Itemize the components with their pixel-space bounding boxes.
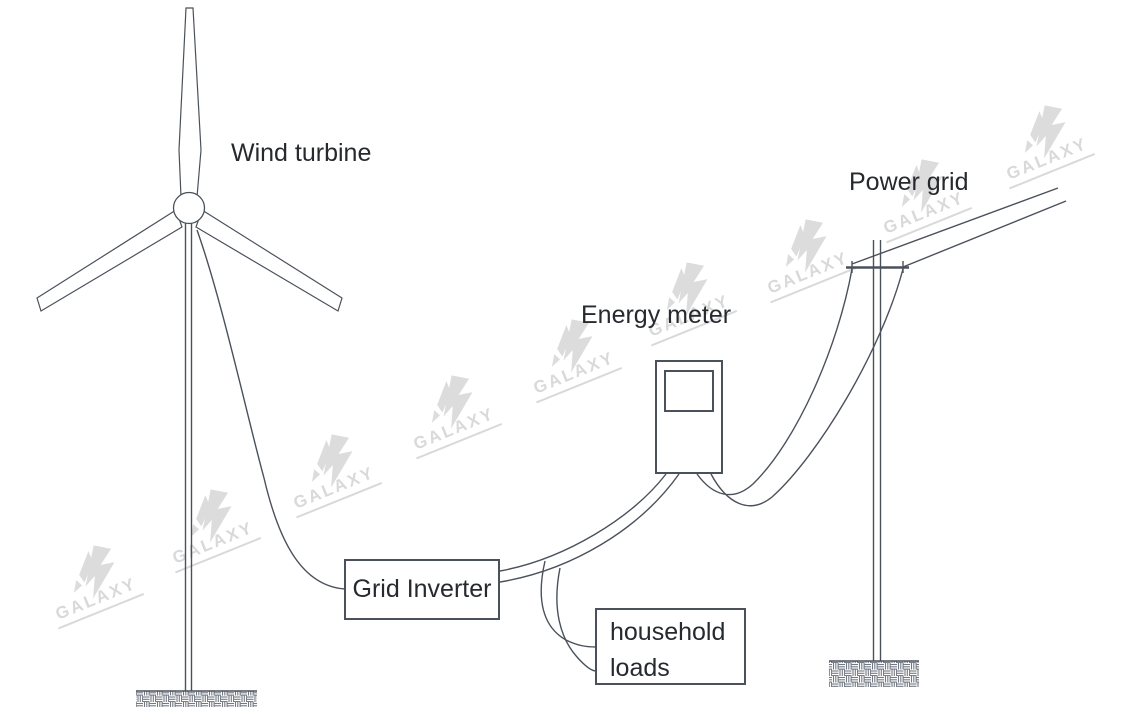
pole-ground-hatch: [829, 661, 919, 687]
household-loads-box: household loads: [595, 608, 746, 685]
turbine-blade-top: [178, 7, 202, 198]
cable-inverter-to-meter-1: [499, 473, 667, 572]
cable-turbine-to-inverter: [196, 229, 346, 590]
energy-meter-display-window: [664, 370, 714, 412]
turbine-hub: [172, 191, 206, 225]
household-loads-label-line2: loads: [610, 654, 670, 682]
cable-inverter-to-meter-2: [499, 473, 680, 583]
cable-branch-to-household-1: [540, 560, 597, 648]
power-line-1: [851, 187, 1059, 265]
household-loads-label-line1: household: [610, 618, 726, 646]
power-line-2: [902, 200, 1067, 268]
cable-meter-to-pole-1: [696, 268, 853, 496]
turbine-blade-left: [36, 209, 183, 312]
energy-meter-label: Energy meter: [581, 301, 732, 329]
cable-branch-to-household-2: [556, 567, 597, 672]
power-grid-label: Power grid: [849, 168, 969, 196]
energy-meter-box: [655, 360, 723, 474]
grid-inverter-box: Grid Inverter: [344, 559, 500, 620]
wind-turbine-label: Wind turbine: [231, 139, 372, 167]
grid-inverter-label: Grid Inverter: [352, 575, 492, 603]
turbine-ground-hatch: [136, 691, 257, 707]
